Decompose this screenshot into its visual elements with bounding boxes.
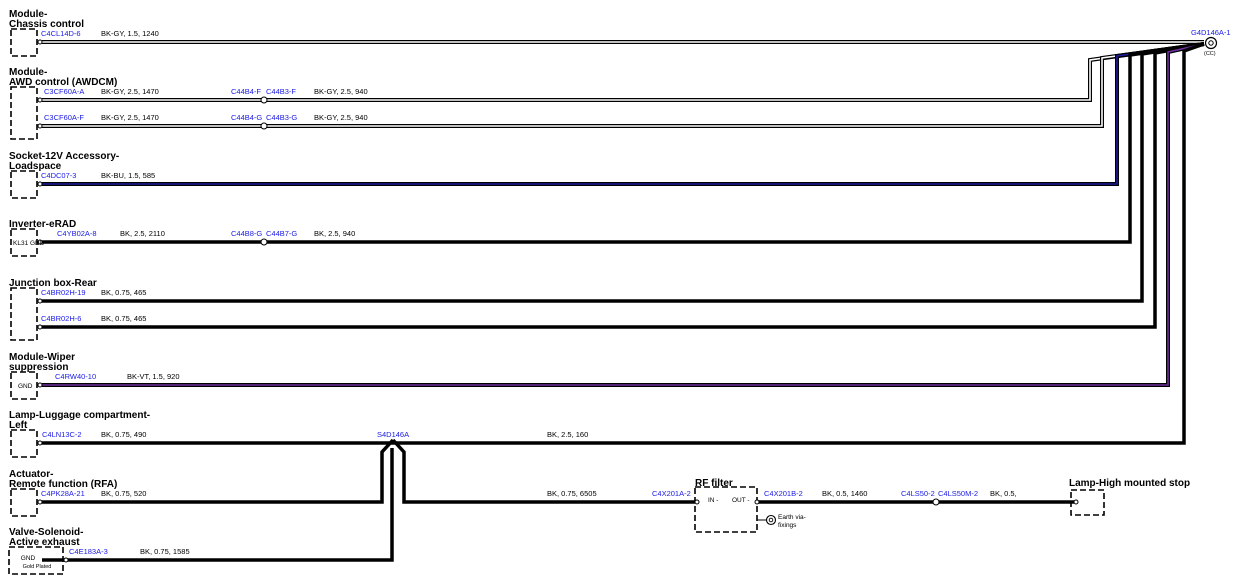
- wire-actuator[interactable]: [42, 438, 395, 504]
- title-awd: Module-AWD control (AWDCM): [9, 67, 117, 88]
- spec2-rf-out: BK, 0.5,: [990, 489, 1017, 498]
- pin-junction-19: C4BR02H-19: [41, 288, 86, 297]
- pin-actuator: C4PK28A-21: [41, 489, 85, 498]
- title-socket: Socket-12V Accessory-Loadspace: [9, 151, 119, 172]
- inline-rf-out-1: C4LS50-2: [901, 489, 935, 498]
- connector-lamp-luggage[interactable]: [10, 429, 38, 458]
- inline-rf-out-2: C4LS50M-2: [938, 489, 978, 498]
- pin-chassis: C4CL14D-6: [41, 29, 81, 38]
- title-inverter: Inverter-eRAD: [9, 219, 76, 230]
- inline-connectors[interactable]: [260, 96, 940, 506]
- wire-valve[interactable]: [42, 448, 394, 562]
- title-valve: Valve-Solenoid-Active exhaust: [9, 527, 83, 548]
- connector-valve[interactable]: [8, 546, 64, 575]
- spec-valve: BK, 0.75, 1585: [140, 547, 190, 556]
- pin-awd-f: C3CF60A-F: [44, 113, 84, 122]
- spec-awd-f: BK-GY, 2.5, 1470: [101, 113, 159, 122]
- pin-rf-out: C4X201B-2: [764, 489, 803, 498]
- pin-wiper: C4RW40-10: [55, 372, 96, 381]
- inverter-inner: KL31 GND: [13, 240, 45, 247]
- earth-label: Earth via-fixings: [778, 514, 806, 529]
- connector-awd[interactable]: [10, 86, 38, 140]
- spec-junction-19: BK, 0.75, 465: [101, 288, 146, 297]
- connector-lamp-high[interactable]: [1070, 489, 1105, 516]
- connector-junction[interactable]: [10, 287, 38, 341]
- pin-rf-in: C4X201A-2: [652, 489, 691, 498]
- inline-inverter-2: C44B7-G: [266, 229, 297, 238]
- wire-awd-f[interactable]: [42, 42, 1205, 128]
- rf-filter-box[interactable]: [694, 486, 758, 533]
- spec-rf-in: BK, 0.75, 6505: [547, 489, 597, 498]
- ground-label: G4D146A-1: [1191, 28, 1231, 37]
- inline-awd-f-1: C44B4-G: [231, 113, 262, 122]
- wire-junction-19[interactable]: [42, 42, 1205, 303]
- spec2-awd-f: BK-GY, 2.5, 940: [314, 113, 368, 122]
- spec-socket: BK-BU, 1.5, 585: [101, 171, 155, 180]
- wire-inverter[interactable]: [42, 42, 1205, 244]
- rf-in-label: IN -: [708, 497, 718, 504]
- valve-inner: GND: [21, 555, 36, 562]
- spec-junction-6: BK, 0.75, 465: [101, 314, 146, 323]
- wiper-inner: GND: [18, 383, 33, 390]
- inline-inverter-1: C44B8-G: [231, 229, 262, 238]
- inline-awd-a-1: C44B4-F: [231, 87, 261, 96]
- spec-inverter: BK, 2.5, 2110: [120, 229, 165, 238]
- connector-actuator[interactable]: [10, 488, 38, 517]
- pin-awd-a: C3CF60A-A: [44, 87, 84, 96]
- connector-chassis[interactable]: [10, 28, 38, 57]
- ground-point[interactable]: [1204, 36, 1218, 50]
- title-lamp-luggage: Lamp-Luggage compartment-Left: [9, 410, 150, 431]
- title-lamp-high: Lamp-High mounted stop: [1069, 478, 1190, 489]
- connector-socket[interactable]: [10, 170, 38, 199]
- title-rf-filter: RF filter: [695, 478, 733, 489]
- splice-label: S4D146A: [377, 430, 409, 439]
- spec2-lamp-luggage: BK, 2.5, 160: [547, 430, 588, 439]
- connector-wiper[interactable]: [10, 371, 38, 400]
- wire-socket[interactable]: [42, 42, 1205, 186]
- spec-rf-out: BK, 0.5, 1460: [822, 489, 867, 498]
- title-junction: Junction box-Rear: [9, 278, 97, 289]
- wire-lamp-luggage[interactable]: [42, 42, 1205, 445]
- spec2-awd-a: BK-GY, 2.5, 940: [314, 87, 368, 96]
- spec2-inverter: BK, 2.5, 940: [314, 229, 355, 238]
- earth-icon: [757, 514, 777, 526]
- connector-inverter[interactable]: [10, 228, 38, 257]
- pin-valve: C4E183A-3: [69, 547, 108, 556]
- spec-actuator: BK, 0.75, 520: [101, 489, 146, 498]
- pin-junction-6: C4BR02H-6: [41, 314, 81, 323]
- ground-sub: (CC): [1204, 51, 1216, 57]
- inline-awd-a-2: C44B3-F: [266, 87, 296, 96]
- inline-awd-f-2: C44B3-G: [266, 113, 297, 122]
- title-chassis: Module-Chassis control: [9, 9, 84, 30]
- terminal-dots: [37, 39, 1079, 563]
- title-actuator: Actuator-Remote function (RFA): [9, 469, 117, 490]
- rf-out-label: OUT -: [732, 497, 750, 504]
- pin-socket: C4DC07-3: [41, 171, 76, 180]
- wire-awd-a[interactable]: [42, 42, 1205, 102]
- spec-chassis: BK-GY, 1.5, 1240: [101, 29, 159, 38]
- pin-inverter: C4YB02A-8: [57, 229, 97, 238]
- wire-wiper[interactable]: [42, 42, 1205, 387]
- wire-rf-in[interactable]: [391, 438, 695, 504]
- spec-awd-a: BK-GY, 2.5, 1470: [101, 87, 159, 96]
- pin-lamp-luggage: C4LN13C-2: [42, 430, 82, 439]
- valve-inner2: Gold Plated: [23, 564, 52, 570]
- spec-lamp-luggage: BK, 0.75, 490: [101, 430, 146, 439]
- spec-wiper: BK-VT, 1.5, 920: [127, 372, 180, 381]
